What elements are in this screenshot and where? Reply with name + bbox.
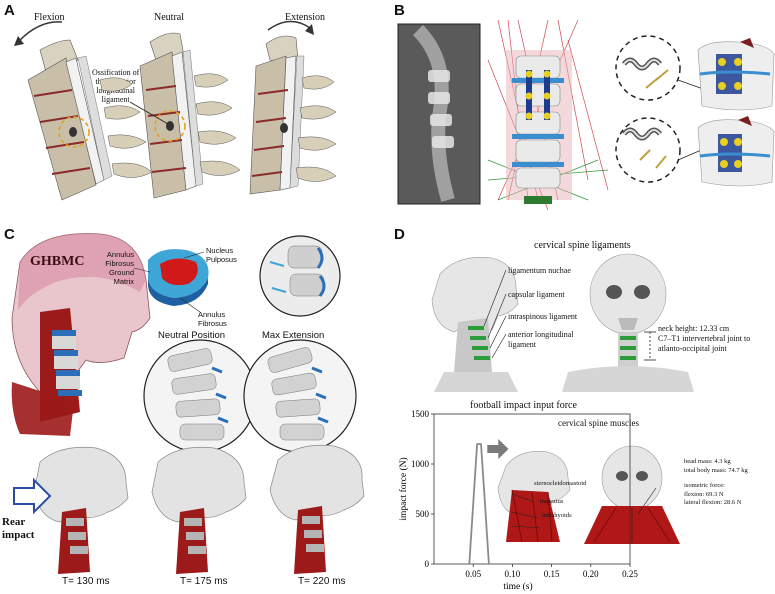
mus-trap-label: trapezius (540, 498, 564, 505)
vertebra-render-top (697, 38, 775, 111)
y-tick-label-0: 0 (425, 559, 430, 569)
inset-circle-top (615, 35, 681, 101)
panel-a: A Flexion Neutral Extension Ossification… (0, 0, 385, 215)
series-line-0 (468, 443, 490, 565)
disc-model (133, 249, 209, 313)
muscle-skull-front (584, 445, 680, 544)
panel-d: D cervical spine ligaments (388, 222, 775, 594)
force-title: football impact input force (470, 400, 577, 411)
skull-220ms (269, 444, 365, 574)
panel-d-graphics: 0 500 1000 1500 0.05 0.10 0.15 0.20 0.25 time (s)… (398, 253, 694, 592)
panel-b-graphics (397, 19, 775, 211)
muscle-skull-side (497, 451, 571, 543)
flexion-label: Flexion (34, 12, 65, 23)
time-label-220: T= 220 ms (298, 576, 346, 587)
neck-height-label: neck height: 12.33 cm C7–T1 intervertebr… (658, 324, 751, 353)
ghbmc-head-model (11, 233, 151, 436)
annulus-fibrosus-label: Annulus Fibrosus (198, 310, 227, 328)
panel-b-label: B (394, 2, 405, 19)
panel-a-label: A (4, 2, 15, 19)
x-tick-label-0: 0.05 (465, 569, 481, 579)
time-label-130: T= 130 ms (62, 576, 110, 587)
neutral-label: Neutral (154, 12, 184, 23)
impact-force-chart: 0 500 1000 1500 0.05 0.10 0.15 0.20 0.25 time (s)… (398, 409, 638, 592)
lig-capsular-label: capsular ligament (508, 290, 565, 299)
ligaments-title: cervical spine ligaments (534, 240, 631, 251)
ligament-skull-side (431, 257, 519, 392)
flexion-arrow-icon (19, 21, 63, 41)
panel-c-graphics (11, 233, 365, 574)
nucleus-pulposus-label: Nucleus Pulposus (206, 246, 237, 264)
panel-c-label: C (4, 226, 15, 243)
max-extension-label: Max Extension (262, 330, 325, 341)
time-label-175: T= 175 ms (180, 576, 228, 587)
mus-infra-label: infrahyoids (542, 512, 572, 519)
x-tick-label-1: 0.10 (505, 569, 521, 579)
x-tick-label-3: 0.20 (583, 569, 599, 579)
y-tick-label-3: 1500 (411, 409, 430, 419)
lig-interspinous-label: intraspinous ligament (508, 312, 578, 321)
extension-label: Extension (285, 12, 325, 23)
y-tick-label-1: 500 (416, 509, 430, 519)
x-tick-label-2: 0.15 (544, 569, 560, 579)
x-tick-label-4: 0.25 (622, 569, 638, 579)
vertebra-render-bottom (697, 116, 775, 187)
panel-b: B (388, 0, 775, 215)
spine-flexion (27, 39, 153, 201)
ghbmc-label: GHBMC (30, 254, 85, 269)
ligament-skull-front (562, 253, 694, 392)
isometric-info: isometric force: flexion: 69.3 N lateral… (684, 482, 742, 506)
spine-extension (249, 35, 337, 195)
x-axis-label: time (s) (503, 581, 532, 592)
skull-130ms (33, 446, 129, 574)
inset-circle-bottom (615, 117, 681, 183)
muscles-title: cervical spine muscles (558, 418, 639, 428)
neutral-position-label: Neutral Position (158, 330, 226, 341)
y-axis-label: impact force (N) (398, 457, 409, 520)
y-tick-label-2: 1000 (411, 459, 430, 469)
panel-c: C (0, 222, 385, 594)
impact-arrow-icon (487, 439, 509, 459)
fixation-model (487, 19, 609, 211)
rear-impact-label: Rear impact (2, 516, 35, 541)
extension-arrow-icon (267, 20, 311, 31)
annulus-ground-matrix-label: Annulus Fibrosus Ground Matrix (105, 250, 134, 286)
panel-a-spines (14, 20, 337, 201)
lig-anterior-label: anterior longitudinal ligament (508, 330, 574, 349)
plot-frame (433, 413, 631, 565)
spine-neutral (129, 32, 241, 199)
skull-175ms (151, 446, 247, 574)
panel-d-label: D (394, 226, 405, 243)
mass-info: head mass: 4.3 kg total body mass: 74.7 … (684, 458, 748, 474)
lig-nuchae-label: ligamentum nuchae (508, 266, 571, 275)
mus-scm-label: sternocleidomastoid (534, 480, 587, 487)
rear-impact-arrow-icon (13, 477, 52, 515)
